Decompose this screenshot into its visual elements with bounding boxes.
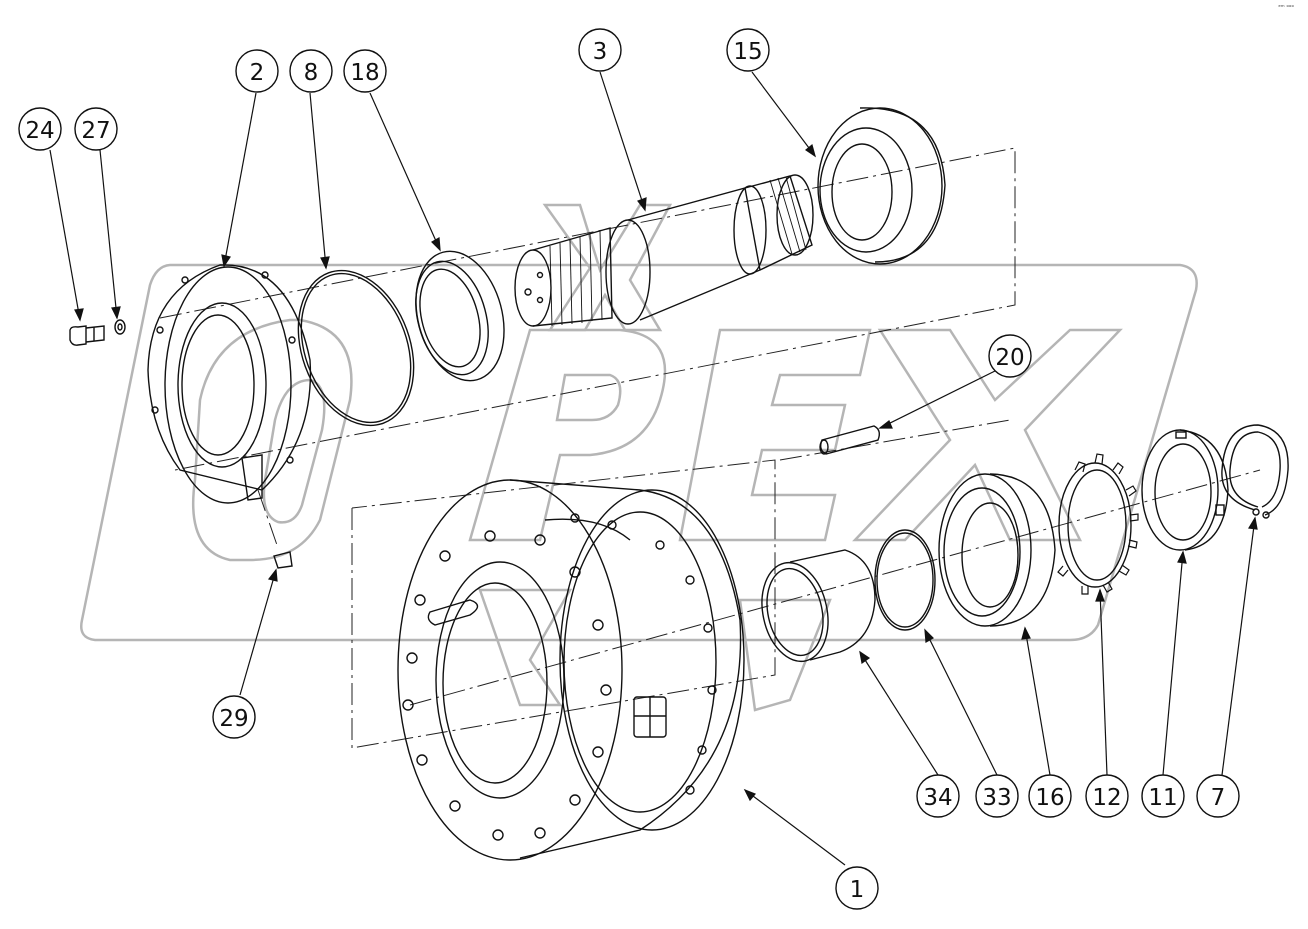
flange-cover-part-2 [147,264,312,504]
callout-24: 24 [18,107,62,151]
callout-label: 24 [25,118,54,144]
callout-label: 29 [219,706,248,732]
callout-2: 2 [235,49,279,93]
callouts: 24 27 2 8 18 3 15 20 29 34 33 16 12 11 7 [18,28,1240,910]
callout-label: 34 [923,785,952,811]
plug-part-29 [273,551,293,569]
housing-bolt-holes [402,513,717,841]
callout-18: 18 [343,49,387,93]
callout-label: 7 [1211,785,1226,811]
callout-11: 11 [1141,774,1185,818]
ring-part-33 [874,529,936,631]
bearing-ring-part-18 [415,250,505,382]
callout-1: 1 [835,866,879,910]
callout-label: 3 [593,39,608,65]
callout-label: 16 [1035,785,1064,811]
splined-shaft-part-3 [514,174,814,327]
callout-label: 2 [250,60,265,86]
watermark-opex [80,203,1198,712]
callout-33: 33 [975,774,1019,818]
washer-part-27 [114,319,126,335]
bearing-part-16 [938,473,1056,627]
lock-nut-part-11 [1141,429,1229,551]
callout-label: 11 [1148,785,1177,811]
callout-20: 20 [988,334,1032,378]
centerlines [159,147,1261,749]
callout-label: 33 [982,785,1011,811]
lock-washer-part-12 [1057,453,1139,595]
sleeve-part-34 [761,549,876,663]
leader-lines [49,71,1258,866]
circlip-part-7 [1221,424,1289,519]
corner-mark: ᵉᵐ ᵒᵒᵒ [1278,4,1294,11]
callout-16: 16 [1028,774,1072,818]
callout-label: 15 [733,39,762,65]
pin-part-20 [819,425,881,455]
housing-part-1 [397,479,745,861]
bearing-part-15 [817,107,946,265]
callout-8: 8 [289,49,333,93]
callout-7: 7 [1196,774,1240,818]
callout-27: 27 [74,107,118,151]
callout-34: 34 [916,774,960,818]
callout-29: 29 [212,695,256,739]
callout-label: 12 [1092,785,1121,811]
callout-label: 20 [995,345,1024,371]
bolt-part-24 [69,325,105,346]
callout-label: 27 [81,118,110,144]
callout-label: 18 [350,60,379,86]
o-ring-part-8 [297,269,415,427]
callout-12: 12 [1085,774,1129,818]
callout-label: 8 [304,60,319,86]
callout-label: 1 [850,877,865,903]
callout-3: 3 [578,28,622,72]
callout-15: 15 [726,28,770,72]
